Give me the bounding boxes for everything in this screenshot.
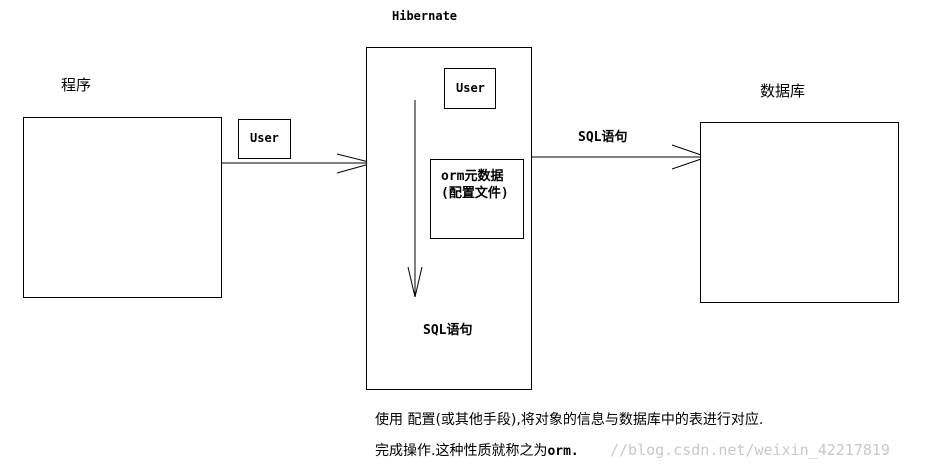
watermark: //blog.csdn.net/weixin_42217819 [610,441,890,459]
orm-line1: orm元数据 [441,169,504,184]
vertical-arrow [407,100,423,298]
user-box-left: User [238,119,291,159]
orm-metadata-box: orm元数据 (配置文件) [430,159,524,239]
user-hibernate-label: User [456,81,485,95]
caption-line2-prefix: 完成操作.这种性质就称之为 [375,443,548,459]
database-label: 数据库 [760,82,806,100]
program-box [23,117,222,298]
program-label: 程序 [61,76,92,94]
caption-line1: 使用 配置(或其他手段),将对象的信息与数据库中的表进行对应. [375,412,764,428]
caption-line2: 完成操作.这种性质就称之为orm. [375,440,579,460]
hibernate-box: User orm元数据 (配置文件) SQL语句 [366,47,532,390]
orm-line2: (配置文件) [441,186,509,201]
hibernate-title: Hibernate [392,9,458,23]
database-box [700,122,899,303]
user-left-label: User [250,131,279,145]
sql-top-label: SQL语句 [578,130,628,145]
vertical-arrowhead [407,266,423,298]
user-box-hibernate: User [444,68,496,109]
caption-orm: orm. [547,444,579,459]
sql-inside-label: SQL语句 [423,323,473,338]
